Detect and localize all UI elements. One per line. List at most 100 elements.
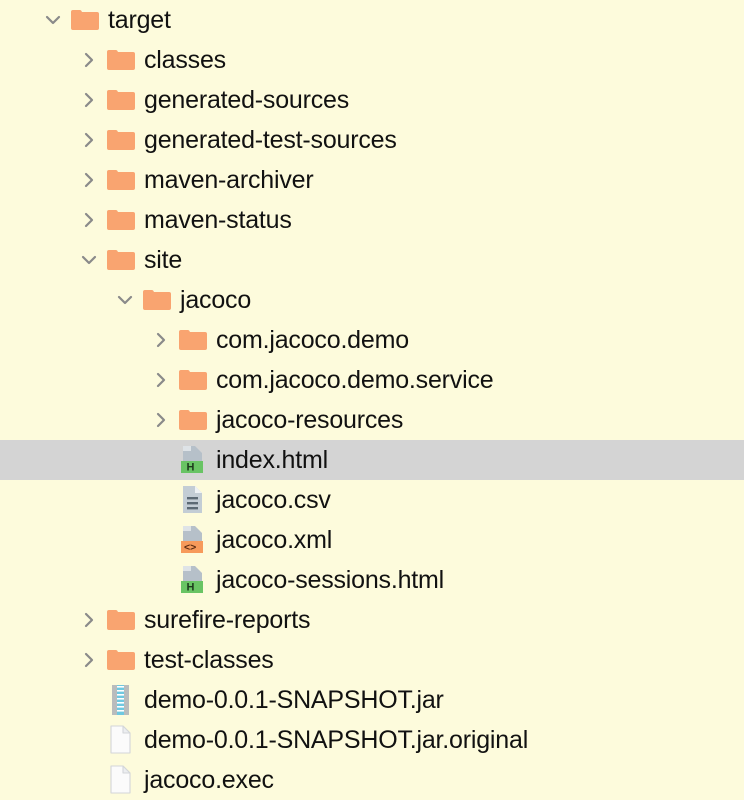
tree-row-label: generated-test-sources bbox=[144, 126, 397, 154]
chevron-right-icon[interactable] bbox=[72, 40, 106, 80]
svg-text:H: H bbox=[187, 582, 195, 594]
chevron-right-icon[interactable] bbox=[144, 360, 178, 400]
tree-row[interactable]: jacoco.csv bbox=[0, 480, 744, 520]
html-file-icon: H bbox=[178, 560, 212, 600]
chevron-down-icon[interactable] bbox=[108, 280, 142, 320]
folder-icon bbox=[106, 200, 140, 240]
tree-row[interactable]: jacoco.exec bbox=[0, 760, 744, 800]
tree-row-label: surefire-reports bbox=[144, 606, 311, 634]
xml-file-icon: <> bbox=[178, 520, 212, 560]
chevron-right-icon[interactable] bbox=[72, 120, 106, 160]
tree-row[interactable]: jacoco bbox=[0, 280, 744, 320]
tree-row-label: com.jacoco.demo.service bbox=[216, 366, 494, 394]
chevron-down-icon[interactable] bbox=[72, 240, 106, 280]
folder-icon bbox=[106, 600, 140, 640]
indent-spacer bbox=[0, 220, 72, 221]
tree-row-label: test-classes bbox=[144, 646, 274, 674]
indent-spacer bbox=[0, 140, 72, 141]
indent-spacer bbox=[0, 60, 72, 61]
tree-row-label: com.jacoco.demo bbox=[216, 326, 409, 354]
indent-spacer bbox=[0, 660, 72, 661]
tree-row-label: jacoco-resources bbox=[216, 406, 404, 434]
chevron-right-icon[interactable] bbox=[72, 80, 106, 120]
indent-spacer bbox=[0, 100, 72, 101]
folder-icon bbox=[106, 40, 140, 80]
folder-icon bbox=[142, 280, 176, 320]
tree-row[interactable]: maven-status bbox=[0, 200, 744, 240]
indent-spacer bbox=[0, 300, 108, 301]
chevron-right-icon[interactable] bbox=[72, 200, 106, 240]
twisty-placeholder bbox=[144, 480, 178, 520]
tree-row-label: maven-archiver bbox=[144, 166, 314, 194]
twisty-placeholder bbox=[144, 560, 178, 600]
tree-row-label: jacoco.xml bbox=[216, 526, 333, 554]
chevron-right-icon[interactable] bbox=[144, 400, 178, 440]
chevron-right-icon[interactable] bbox=[72, 600, 106, 640]
indent-spacer bbox=[0, 20, 36, 21]
tree-row[interactable]: test-classes bbox=[0, 640, 744, 680]
twisty-placeholder bbox=[72, 680, 106, 720]
twisty-placeholder bbox=[144, 520, 178, 560]
indent-spacer bbox=[0, 340, 144, 341]
chevron-right-icon[interactable] bbox=[72, 640, 106, 680]
folder-icon bbox=[70, 0, 104, 40]
tree-row[interactable]: demo-0.0.1-SNAPSHOT.jar.original bbox=[0, 720, 744, 760]
tree-row[interactable]: jacoco-resources bbox=[0, 400, 744, 440]
indent-spacer bbox=[0, 700, 72, 701]
folder-icon bbox=[178, 360, 212, 400]
indent-spacer bbox=[0, 580, 144, 581]
indent-spacer bbox=[0, 260, 72, 261]
tree-row-label: jacoco bbox=[180, 286, 252, 314]
tree-row[interactable]: surefire-reports bbox=[0, 600, 744, 640]
indent-spacer bbox=[0, 420, 144, 421]
tree-row-label: classes bbox=[144, 46, 226, 74]
indent-spacer bbox=[0, 540, 144, 541]
archive-file-icon bbox=[106, 680, 140, 720]
folder-icon bbox=[106, 640, 140, 680]
indent-spacer bbox=[0, 500, 144, 501]
tree-row-label: site bbox=[144, 246, 183, 274]
twisty-placeholder bbox=[144, 440, 178, 480]
tree-row[interactable]: generated-test-sources bbox=[0, 120, 744, 160]
indent-spacer bbox=[0, 380, 144, 381]
tree-row[interactable]: target bbox=[0, 0, 744, 40]
html-file-icon: H bbox=[178, 440, 212, 480]
tree-row[interactable]: maven-archiver bbox=[0, 160, 744, 200]
twisty-placeholder bbox=[72, 760, 106, 800]
tree-row[interactable]: demo-0.0.1-SNAPSHOT.jar bbox=[0, 680, 744, 720]
tree-row[interactable]: com.jacoco.demo.service bbox=[0, 360, 744, 400]
tree-row[interactable]: com.jacoco.demo bbox=[0, 320, 744, 360]
tree-row-label: jacoco-sessions.html bbox=[216, 566, 445, 594]
chevron-right-icon[interactable] bbox=[144, 320, 178, 360]
folder-icon bbox=[106, 80, 140, 120]
chevron-down-icon[interactable] bbox=[36, 0, 70, 40]
tree-row-label: index.html bbox=[216, 446, 328, 474]
svg-text:<>: <> bbox=[184, 542, 196, 554]
indent-spacer bbox=[0, 780, 72, 781]
twisty-placeholder bbox=[72, 720, 106, 760]
tree-row-label: demo-0.0.1-SNAPSHOT.jar bbox=[144, 686, 444, 714]
tree-row-label: demo-0.0.1-SNAPSHOT.jar.original bbox=[144, 726, 529, 754]
folder-icon bbox=[178, 320, 212, 360]
blank-file-icon bbox=[106, 720, 140, 760]
chevron-right-icon[interactable] bbox=[72, 160, 106, 200]
svg-text:H: H bbox=[187, 462, 195, 474]
tree-row[interactable]: site bbox=[0, 240, 744, 280]
folder-icon bbox=[106, 160, 140, 200]
tree-row[interactable]: classes bbox=[0, 40, 744, 80]
tree-row-label: target bbox=[108, 6, 171, 34]
tree-row-label: jacoco.csv bbox=[216, 486, 331, 514]
blank-file-icon bbox=[106, 760, 140, 800]
indent-spacer bbox=[0, 180, 72, 181]
folder-icon bbox=[106, 240, 140, 280]
csv-file-icon bbox=[178, 480, 212, 520]
tree-row[interactable]: generated-sources bbox=[0, 80, 744, 120]
tree-row[interactable]: <> jacoco.xml bbox=[0, 520, 744, 560]
tree-row-label: generated-sources bbox=[144, 86, 350, 114]
tree-row-label: maven-status bbox=[144, 206, 292, 234]
folder-icon bbox=[106, 120, 140, 160]
indent-spacer bbox=[0, 740, 72, 741]
